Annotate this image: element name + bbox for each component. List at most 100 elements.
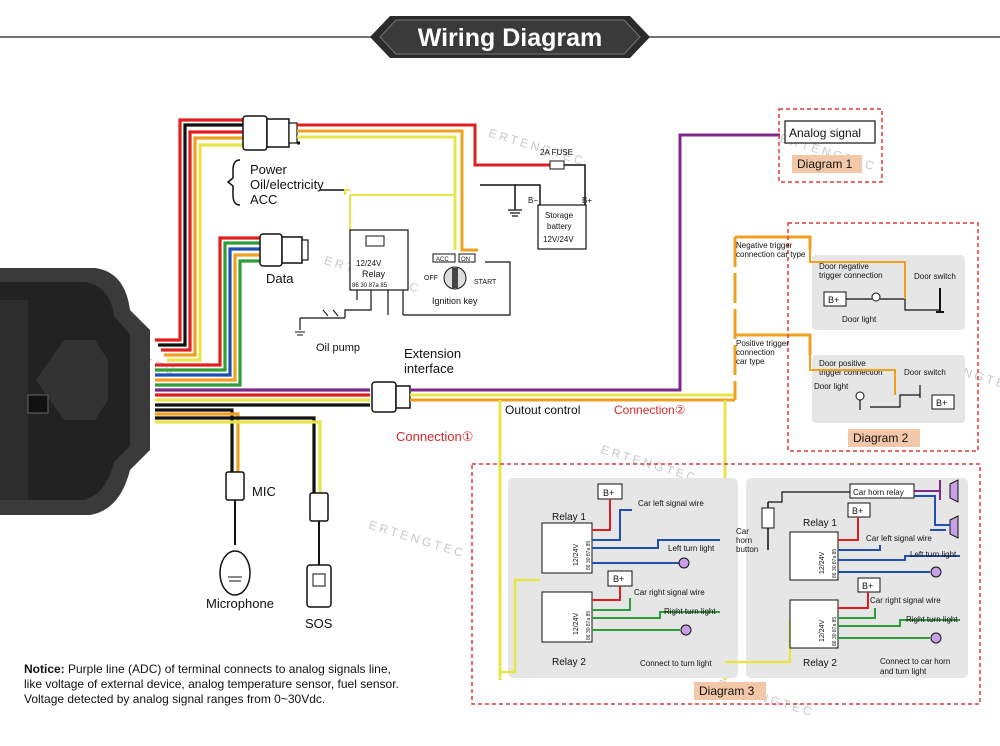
notice-line-2: like voltage of external device, analog … [24,677,399,691]
title-banner: Wiring Diagram [0,16,1000,58]
pos-bplus: B+ [936,398,947,408]
relay-voltage: 12/24V [356,259,382,268]
microphone-label: Microphone [206,596,274,611]
left-relay-2-pins: 86 30 87a 85 [586,611,592,640]
left-relay-1-pins: 86 30 87a 85 [586,541,592,570]
pos-door-trigger-2: trigger connection [819,368,883,377]
ignition-on: ON [461,257,470,263]
connection-2-label: Connection② [614,403,685,417]
right-bplus-1: B+ [852,506,863,516]
right-light-label-2: Right turn light [906,615,958,624]
watermark-text: ERTENGTEC [367,518,467,561]
left-relay-2-label: Relay 2 [552,657,586,668]
horn-relay-box: Car horn relay [853,488,904,497]
right-relay-2-pins: 86 30 87a 85 [832,617,838,646]
left-relay-1-voltage: 12/24V [573,543,580,566]
right-light-label-1: Right turn light [664,607,716,616]
battery-plus: B+ [582,196,592,205]
ignition-start: START [474,279,497,286]
pos-door-light-label: Door light [814,382,849,391]
ignition-off: OFF [424,275,438,282]
right-bplus-2: B+ [862,581,873,591]
power-connector-output-wires [297,123,560,252]
label-data: Data [266,271,294,286]
connection-2-area: Outout control Connection② [498,235,812,680]
neg-bplus: B+ [828,295,839,305]
microphone-assembly: MIC Microphone [206,471,276,611]
connect-turn-light-label: Connect to turn light [640,659,712,668]
left-bplus-2: B+ [613,574,624,584]
diagram-2-label: Diagram 2 [853,431,909,445]
right-relay-1-pins: 86 30 87a 85 [832,549,838,578]
notice-text-1: Purple line (ADC) of terminal connects t… [65,662,391,676]
left-light-label-1: Left turn light [668,544,715,553]
page-title: Wiring Diagram [418,24,603,52]
neg-door-trigger-1: Door negative [819,262,869,271]
pos-door-trigger-1: Door positive [819,359,866,368]
data-connector: Data [259,233,309,286]
head-unit [0,268,150,515]
diagram-1: Analog signal Diagram 1 [778,108,883,183]
ignition-key-label: Ignition key [432,296,478,306]
diagram-1-label: Diagram 1 [797,157,853,171]
fuse-label: 2A FUSE [540,148,573,157]
horn-button-label-2: horn [736,536,752,545]
right-relay-1-voltage: 12/24V [819,551,826,574]
pos-trigger-title-1: Positive trigger [736,339,789,348]
ignition-acc: ACC [436,257,449,263]
connect-horn-label-2: and turn light [880,667,927,676]
label-power: Power [250,162,288,177]
diagram-3: Relay 1 12/24V 86 30 87a 85 B+ Car left … [471,463,981,705]
neg-door-light-label: Door light [842,315,877,324]
power-circuit: 2A FUSE B− B+ Storage battery 12V/24V 12… [295,148,592,354]
oil-pump-label: Oil pump [316,342,360,354]
power-connector [242,115,298,151]
pos-trigger-title-2: connection [736,348,775,357]
diagram-2: Negative trigger connection car type Doo… [736,222,979,452]
label-acc: ACC [250,192,277,207]
left-signal-label-1: Car left signal wire [638,499,704,508]
neg-door-trigger-2: trigger connection [819,271,883,280]
right-signal-label-2: Car right signal wire [870,596,941,605]
neg-door-switch-label: Door switch [914,272,956,281]
notice-line-1: Notice: Purple line (ADC) of terminal co… [24,662,391,676]
sos-assembly: SOS [305,492,333,631]
connection-1-label: Connection① [396,429,473,444]
extension-label-2: interface [404,361,454,376]
battery-minus: B− [528,196,538,205]
diagram-3-label: Diagram 3 [699,684,755,698]
extension-interface: Extension interface Connection① [371,346,473,444]
wire-harness [155,118,370,495]
left-light-label-2: Left turn light [910,550,957,559]
pos-trigger-title-3: car type [736,357,765,366]
right-relay-1-label: Relay 1 [803,518,837,529]
extension-output-wires [410,133,780,402]
right-relay-2-label: Relay 2 [803,658,837,669]
relay-label: Relay [362,269,386,279]
notice-line-3: Voltage detected by analog signal ranges… [24,692,325,706]
battery-label-2: battery [547,222,571,231]
relay-pins: 86 30 87a 85 [352,283,388,289]
neg-trigger-title-2: connection car type [736,250,806,259]
label-oil-electricity: Oil/electricity [250,177,324,192]
mic-label: MIC [252,484,276,499]
sos-label: SOS [305,616,333,631]
battery-label-1: Storage [545,211,574,220]
pos-door-switch-label: Door switch [904,368,946,377]
horn-button-label-1: Car [736,527,749,536]
right-relay-2-voltage: 12/24V [819,619,826,642]
output-control-label: Outout control [505,403,580,417]
power-bracket: Power Oil/electricity ACC [226,159,324,207]
right-signal-label-1: Car right signal wire [634,588,705,597]
analog-signal-box: Analog signal [789,126,861,140]
left-relay-2-voltage: 12/24V [573,612,580,635]
connect-horn-label-1: Connect to car horn [880,657,950,666]
extension-label-1: Extension [404,346,461,361]
left-relay-1-label: Relay 1 [552,512,586,523]
horn-button-label-3: button [736,545,758,554]
left-bplus-1: B+ [603,488,614,498]
neg-trigger-title-1: Negative trigger [736,241,793,250]
notice-head: Notice: [24,662,65,676]
